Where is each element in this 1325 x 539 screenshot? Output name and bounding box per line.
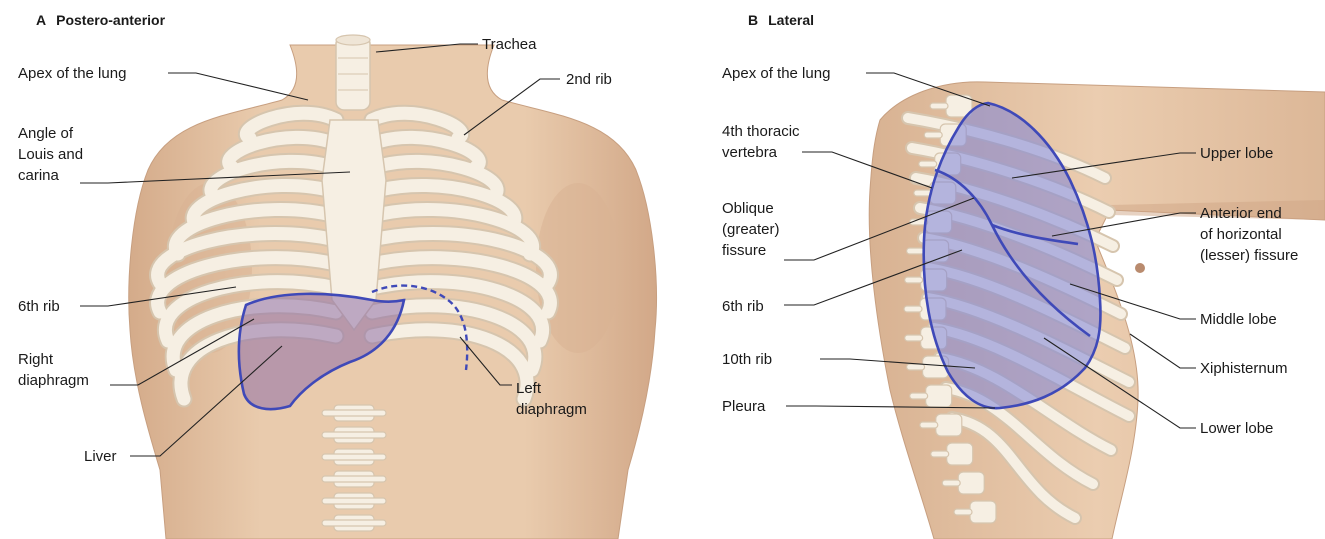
- label-lower-lobe: Lower lobe: [1200, 418, 1273, 439]
- label-pleura: Pleura: [722, 396, 765, 417]
- trachea-shape: [336, 36, 370, 110]
- panel-a-title-text: Postero-anterior: [56, 12, 165, 28]
- label-liver: Liver: [84, 446, 117, 467]
- label-upper-lobe: Upper lobe: [1200, 143, 1273, 164]
- vertebra-process-b: [930, 103, 948, 109]
- leader-xiphisternum: [1130, 334, 1196, 368]
- vertebra-process-a: [322, 476, 386, 482]
- label-left-diaphragm: Left diaphragm: [516, 378, 587, 420]
- label-trachea: Trachea: [482, 34, 536, 55]
- vertebra-process-b: [942, 480, 960, 486]
- vertebra-process-a: [322, 498, 386, 504]
- panel-b-title-text: Lateral: [768, 12, 814, 28]
- vertebra-process-b: [924, 132, 942, 138]
- vertebra-b: [970, 501, 996, 523]
- panel-a-title: A Postero-anterior: [36, 12, 165, 28]
- label-middle-lobe: Middle lobe: [1200, 309, 1277, 330]
- vertebra-process-b: [907, 248, 925, 254]
- vertebra-process-a: [322, 432, 386, 438]
- label-apex-a: Apex of the lung: [18, 63, 126, 84]
- label-right-diaphragm: Right diaphragm: [18, 349, 89, 391]
- panel-b-title: B Lateral: [748, 12, 814, 28]
- vertebra-process-b: [910, 393, 928, 399]
- vertebra-process-b: [904, 306, 922, 312]
- vertebra-b: [926, 385, 952, 407]
- vertebra-process-a: [322, 520, 386, 526]
- vertebra-b: [947, 443, 973, 465]
- vertebra-process-b: [954, 509, 972, 515]
- label-angle-of-louis: Angle of Louis and carina: [18, 123, 83, 186]
- label-4th-thoracic-vertebra: 4th thoracic vertebra: [722, 121, 800, 163]
- vertebra-process-a: [322, 410, 386, 416]
- panel-a-letter: A: [36, 12, 46, 28]
- vertebra-process-b: [905, 277, 923, 283]
- vertebra-b: [958, 472, 984, 494]
- vertebra-process-b: [920, 422, 938, 428]
- vertebra-process-a: [322, 454, 386, 460]
- label-6th-rib-a: 6th rib: [18, 296, 60, 317]
- vertebra-b: [936, 414, 962, 436]
- label-2nd-rib: 2nd rib: [566, 69, 612, 90]
- vertebra-process-b: [931, 451, 949, 457]
- label-oblique-fissure: Oblique (greater) fissure: [722, 198, 780, 261]
- vertebra-process-b: [919, 161, 937, 167]
- label-horizontal-fissure: Anterior end of horizontal (lesser) fiss…: [1200, 203, 1298, 266]
- label-apex-b: Apex of the lung: [722, 63, 830, 84]
- vertebra-process-b: [907, 364, 925, 370]
- label-xiphisternum: Xiphisternum: [1200, 358, 1288, 379]
- label-10th-rib: 10th rib: [722, 349, 772, 370]
- label-6th-rib-b: 6th rib: [722, 296, 764, 317]
- panel-b-letter: B: [748, 12, 758, 28]
- vertebra-process-b: [905, 335, 923, 341]
